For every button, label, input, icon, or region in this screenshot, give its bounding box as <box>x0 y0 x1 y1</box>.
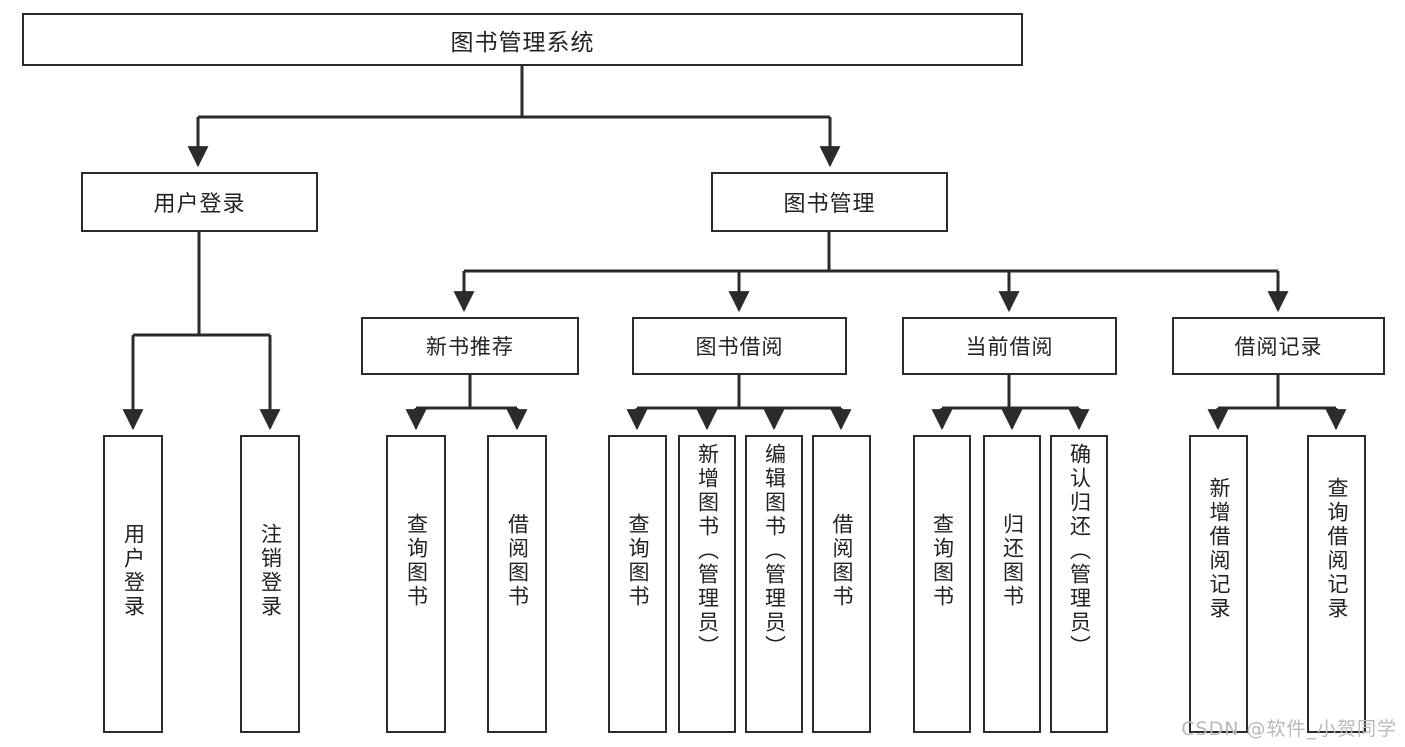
node-new-book-recommend[interactable]: 新书推荐 <box>361 317 579 375</box>
node-edit-book-admin-label: 编辑图书（管理员） <box>762 443 787 659</box>
node-query-borrow-record-label: 查询借阅记录 <box>1325 477 1349 621</box>
node-query-book-borrow-label: 查询图书 <box>626 513 650 609</box>
node-book-manage[interactable]: 图书管理 <box>711 172 948 232</box>
node-edit-book-admin[interactable]: 编辑图书（管理员） <box>745 435 803 733</box>
node-query-book-recommend[interactable]: 查询图书 <box>386 435 446 733</box>
node-add-borrow-record-label: 新增借阅记录 <box>1207 477 1231 621</box>
node-user-login-action[interactable]: 用户登录 <box>103 435 163 733</box>
node-new-book-recommend-label: 新书推荐 <box>426 335 514 359</box>
node-book-manage-label: 图书管理 <box>783 192 876 217</box>
node-add-book-admin[interactable]: 新增图书（管理员） <box>678 435 736 733</box>
node-query-book-recommend-label: 查询图书 <box>404 513 429 609</box>
node-borrow-record-label: 借阅记录 <box>1234 335 1323 359</box>
node-user-login-label: 用户登录 <box>153 192 246 217</box>
node-user-logout-action-label: 注销登录 <box>258 523 283 619</box>
node-borrow-book-action-label: 借阅图书 <box>830 513 854 609</box>
node-query-borrow-record[interactable]: 查询借阅记录 <box>1307 435 1366 733</box>
node-query-book-current[interactable]: 查询图书 <box>913 435 971 733</box>
node-add-book-admin-label: 新增图书（管理员） <box>695 443 720 659</box>
node-query-book-borrow[interactable]: 查询图书 <box>608 435 667 733</box>
node-confirm-return-admin-label: 确认归还（管理员） <box>1067 443 1092 659</box>
node-add-borrow-record[interactable]: 新增借阅记录 <box>1189 435 1248 733</box>
node-current-borrow[interactable]: 当前借阅 <box>902 317 1117 375</box>
node-return-book-label: 归还图书 <box>1000 513 1025 609</box>
node-borrow-book-recommend-label: 借阅图书 <box>505 513 530 609</box>
node-root-label: 图书管理系统 <box>450 29 595 56</box>
node-borrow-book-recommend[interactable]: 借阅图书 <box>487 435 547 733</box>
node-confirm-return-admin[interactable]: 确认归还（管理员） <box>1050 435 1108 733</box>
node-query-book-current-label: 查询图书 <box>930 513 955 609</box>
node-current-borrow-label: 当前借阅 <box>965 335 1054 359</box>
node-return-book[interactable]: 归还图书 <box>983 435 1041 733</box>
node-book-borrow[interactable]: 图书借阅 <box>632 317 847 375</box>
node-root[interactable]: 图书管理系统 <box>22 13 1023 66</box>
node-user-login[interactable]: 用户登录 <box>81 172 318 232</box>
node-borrow-record[interactable]: 借阅记录 <box>1172 317 1385 375</box>
node-borrow-book-action[interactable]: 借阅图书 <box>812 435 871 733</box>
node-user-logout-action[interactable]: 注销登录 <box>240 435 300 733</box>
node-user-login-action-label: 用户登录 <box>121 523 146 619</box>
node-book-borrow-label: 图书借阅 <box>695 335 784 359</box>
